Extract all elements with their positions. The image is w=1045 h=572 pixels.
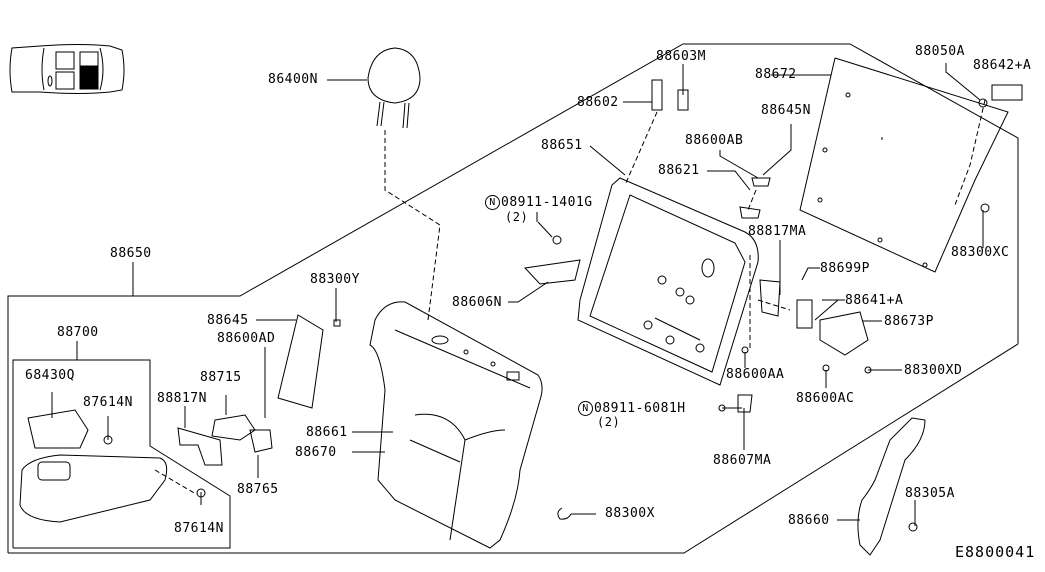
n-circle-icon: N <box>578 401 593 416</box>
label-88641A[interactable]: 88641+A <box>845 293 904 308</box>
diagram-code: E8800041 <box>955 543 1036 561</box>
side-finisher-drawing <box>857 417 926 556</box>
finisher-drawing <box>277 314 341 409</box>
label-88600AD[interactable]: 88600AD <box>217 331 276 346</box>
label-88700[interactable]: 88700 <box>57 325 99 340</box>
label-88699P[interactable]: 88699P <box>820 261 870 276</box>
fasteners <box>523 79 1023 520</box>
label-88300XC[interactable]: 88300XC <box>951 245 1010 260</box>
label-86400N[interactable]: 86400N <box>268 72 318 87</box>
label-88300Y[interactable]: 88300Y <box>310 272 360 287</box>
dashed-lines <box>154 99 986 495</box>
car-top-view-icon <box>9 44 125 94</box>
back-board-drawing <box>799 57 1009 273</box>
label-88050A[interactable]: 88050A <box>915 44 965 59</box>
label-88650[interactable]: 88650 <box>110 246 152 261</box>
label-68430Q[interactable]: 68430Q <box>25 368 75 383</box>
label-88645[interactable]: 88645 <box>207 313 249 328</box>
seat-back-frame-drawing <box>577 177 759 386</box>
seat-back-trim-drawing <box>369 301 543 549</box>
armrest-drawing <box>19 409 206 523</box>
label-88607MA[interactable]: 88607MA <box>713 453 772 468</box>
label-88300X[interactable]: 88300X <box>605 506 655 521</box>
headrest-drawing <box>367 47 421 129</box>
label-88765[interactable]: 88765 <box>237 482 279 497</box>
label-88715[interactable]: 88715 <box>200 370 242 385</box>
label-87614N-lower[interactable]: 87614N <box>174 521 224 536</box>
label-88621[interactable]: 88621 <box>658 163 700 178</box>
label-87614N-upper[interactable]: 87614N <box>83 395 133 410</box>
label-88645N[interactable]: 88645N <box>761 103 811 118</box>
label-88817MA[interactable]: 88817MA <box>748 224 807 239</box>
label-88670[interactable]: 88670 <box>295 445 337 460</box>
label-88672[interactable]: 88672 <box>755 67 797 82</box>
label-88651[interactable]: 88651 <box>541 138 583 153</box>
label-88817N[interactable]: 88817N <box>157 391 207 406</box>
leader-lines <box>51 63 984 526</box>
n-circle-icon: N <box>485 195 500 210</box>
assembly-boundary <box>7 43 1019 554</box>
label-88602[interactable]: 88602 <box>577 95 619 110</box>
label-88305A[interactable]: 88305A <box>905 486 955 501</box>
qty-08911-6081H: (2) <box>597 415 621 429</box>
label-88660[interactable]: 88660 <box>788 513 830 528</box>
label-88300XD[interactable]: 88300XD <box>904 363 963 378</box>
qty-08911-1401G: (2) <box>505 210 529 224</box>
label-88603M[interactable]: 88603M <box>656 49 706 64</box>
armrest-boundary <box>12 359 231 549</box>
label-88642A[interactable]: 88642+A <box>973 58 1032 73</box>
label-88600AC[interactable]: 88600AC <box>796 391 855 406</box>
label-88600AA[interactable]: 88600AA <box>726 367 785 382</box>
label-88606N[interactable]: 88606N <box>452 295 502 310</box>
armrest-bracket-drawing <box>177 414 273 466</box>
label-88673P[interactable]: 88673P <box>884 314 934 329</box>
label-88600AB[interactable]: 88600AB <box>685 133 744 148</box>
label-88661[interactable]: 88661 <box>306 425 348 440</box>
